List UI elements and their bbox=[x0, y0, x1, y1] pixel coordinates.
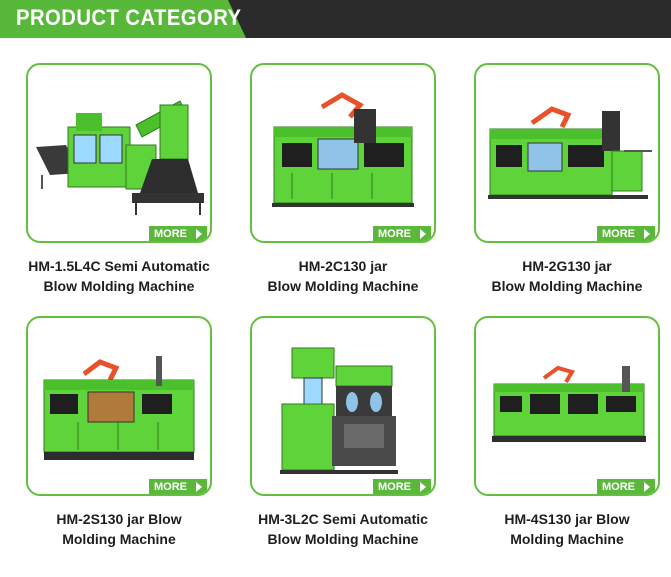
product-card-4[interactable]: MORE bbox=[26, 316, 212, 496]
product-image-1[interactable] bbox=[28, 65, 210, 241]
play-arrow-icon bbox=[420, 482, 426, 492]
product-title-2[interactable]: HM-2C130 jar Blow Molding Machine bbox=[267, 258, 419, 294]
product-card-2[interactable]: MORE bbox=[250, 63, 436, 243]
more-button-2[interactable]: MORE bbox=[373, 226, 431, 241]
product-image-4[interactable] bbox=[28, 318, 210, 494]
play-arrow-icon bbox=[420, 229, 426, 239]
product-card-6[interactable]: MORE bbox=[474, 316, 660, 496]
more-button-1[interactable]: MORE bbox=[149, 226, 207, 241]
product-image-6[interactable] bbox=[476, 318, 658, 494]
play-arrow-icon bbox=[644, 482, 650, 492]
product-image-3[interactable] bbox=[476, 65, 658, 241]
header-green-tab bbox=[0, 0, 246, 38]
product-title-6[interactable]: HM-4S130 jar Blow Molding Machine bbox=[504, 511, 630, 547]
product-card-1[interactable]: MORE bbox=[26, 63, 212, 243]
more-button-6[interactable]: MORE bbox=[597, 479, 655, 494]
section-title: PRODUCT CATEGORY bbox=[16, 5, 242, 30]
more-button-4[interactable]: MORE bbox=[149, 479, 207, 494]
product-title-3[interactable]: HM-2G130 jar Blow Molding Machine bbox=[491, 258, 643, 294]
product-image-2[interactable] bbox=[252, 65, 434, 241]
play-arrow-icon bbox=[644, 229, 650, 239]
product-card-5[interactable]: MORE bbox=[250, 316, 436, 496]
section-header: PRODUCT CATEGORY bbox=[0, 0, 671, 38]
product-title-5[interactable]: HM-3L2C Semi Automatic Blow Molding Mach… bbox=[258, 511, 428, 547]
product-title-4[interactable]: HM-2S130 jar Blow Molding Machine bbox=[56, 511, 182, 547]
more-button-3[interactable]: MORE bbox=[597, 226, 655, 241]
play-arrow-icon bbox=[196, 482, 202, 492]
product-card-3[interactable]: MORE bbox=[474, 63, 660, 243]
play-arrow-icon bbox=[196, 229, 202, 239]
more-button-5[interactable]: MORE bbox=[373, 479, 431, 494]
product-title-1[interactable]: HM-1.5L4C Semi Automatic Blow Molding Ma… bbox=[28, 258, 210, 294]
product-image-5[interactable] bbox=[252, 318, 434, 494]
